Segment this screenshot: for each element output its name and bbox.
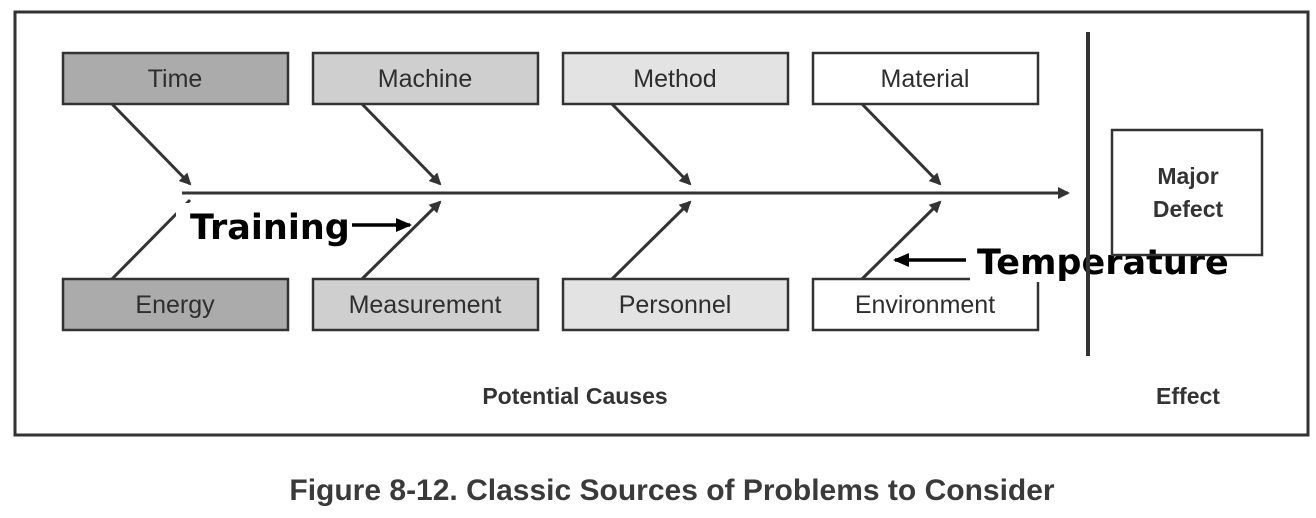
annotation-temperature: Temperature	[977, 243, 1229, 283]
effect-label-line1: Major	[1157, 163, 1218, 189]
bone-time	[110, 102, 192, 186]
cause-box-energy: Energy	[61, 277, 290, 332]
figure-caption: Figure 8-12. Classic Sources of Problems…	[289, 474, 1055, 507]
bone-environment	[860, 200, 942, 281]
cause-box-measurement: Measurement	[311, 277, 540, 332]
cause-box-material: Material	[811, 51, 1040, 106]
cause-label-energy: Energy	[135, 291, 215, 319]
cause-box-personnel: Personnel	[561, 277, 790, 332]
bone-personnel	[610, 200, 692, 281]
cause-label-material: Material	[881, 65, 970, 93]
cause-label-environment: Environment	[855, 291, 995, 319]
cause-box-method: Method	[561, 51, 790, 106]
cause-label-time: Time	[148, 65, 203, 93]
cause-label-method: Method	[633, 65, 716, 93]
bone-machine	[360, 102, 442, 186]
section-label-causes: Potential Causes	[482, 383, 667, 409]
cause-label-machine: Machine	[378, 65, 473, 93]
cause-box-environment: Environment	[811, 277, 1040, 332]
bone-measurement	[360, 200, 442, 281]
annotation-training: Training	[190, 208, 350, 248]
cause-label-measurement: Measurement	[349, 291, 502, 319]
bone-material	[860, 102, 942, 186]
training-cover	[176, 203, 341, 251]
bone-method	[610, 102, 692, 186]
diagram-frame	[13, 10, 1310, 437]
effect-label-line2: Defect	[1153, 196, 1224, 222]
section-label-effect: Effect	[1156, 383, 1220, 409]
cause-label-personnel: Personnel	[619, 291, 732, 319]
cause-box-machine: Machine	[311, 51, 540, 106]
effect-box	[1110, 128, 1264, 257]
cause-box-time: Time	[61, 51, 290, 106]
